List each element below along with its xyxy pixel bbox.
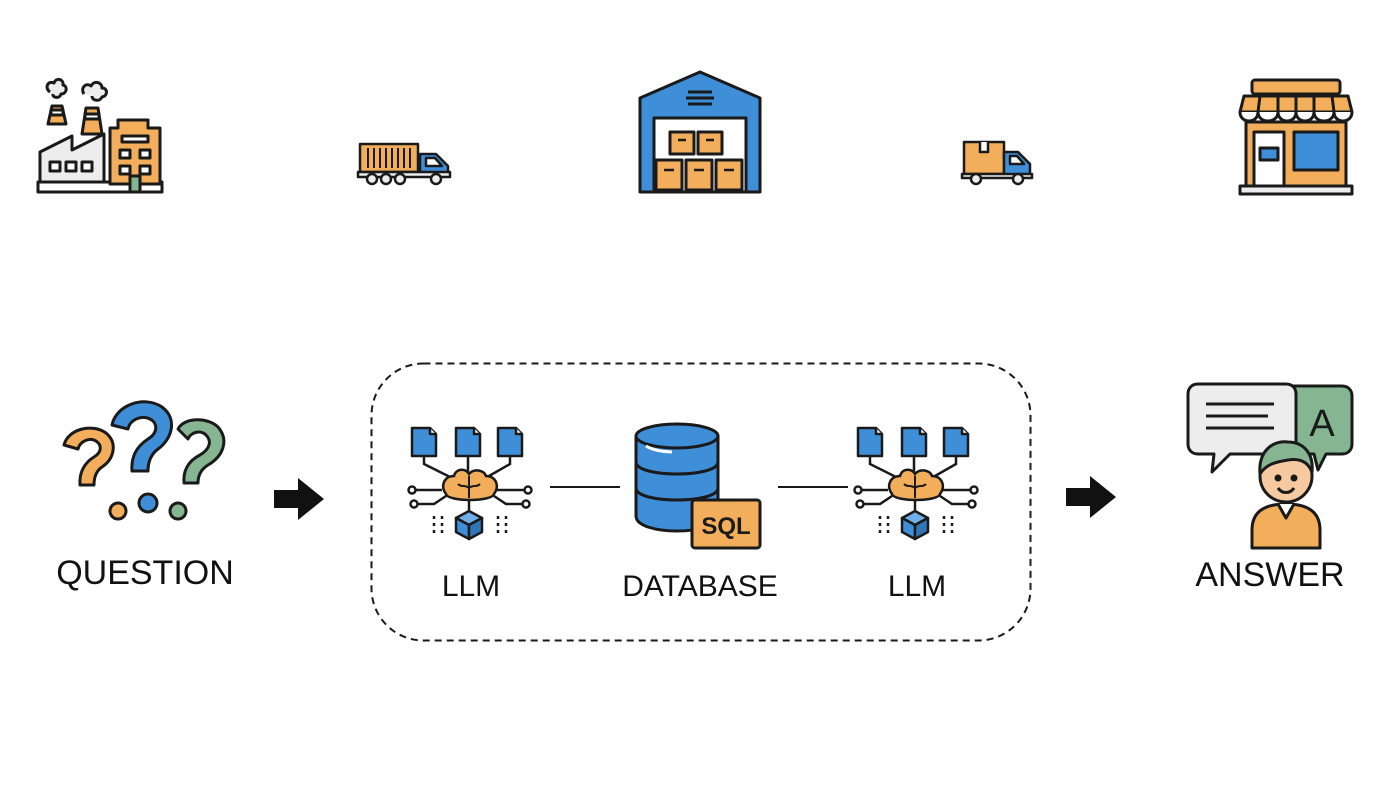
llm-brain-icon: [852, 424, 982, 544]
answer-label: ANSWER: [1195, 556, 1345, 594]
warehouse-icon: [636, 70, 764, 196]
llm-brain-icon: [406, 424, 536, 544]
arrow-right-icon: [272, 476, 326, 522]
delivery-truck-icon: [960, 138, 1036, 188]
bubble-letter: A: [1309, 403, 1335, 445]
llm-label: LLM: [887, 570, 947, 603]
container-truck-icon: [356, 140, 452, 186]
sql-database-icon: SQL: [632, 420, 764, 550]
sql-badge: SQL: [701, 513, 750, 540]
database-label: DATABASE: [622, 570, 778, 603]
llm-label: LLM: [441, 570, 501, 603]
question-marks-icon: [58, 395, 236, 525]
question-label: QUESTION: [56, 554, 234, 592]
connector-line: [778, 486, 848, 488]
arrow-right-icon: [1064, 474, 1118, 520]
connector-line: [550, 486, 620, 488]
store-icon: [1236, 76, 1356, 198]
answer-person-icon: A: [1182, 380, 1358, 550]
pipeline-group: [370, 362, 1032, 642]
factory-icon: [36, 74, 166, 204]
